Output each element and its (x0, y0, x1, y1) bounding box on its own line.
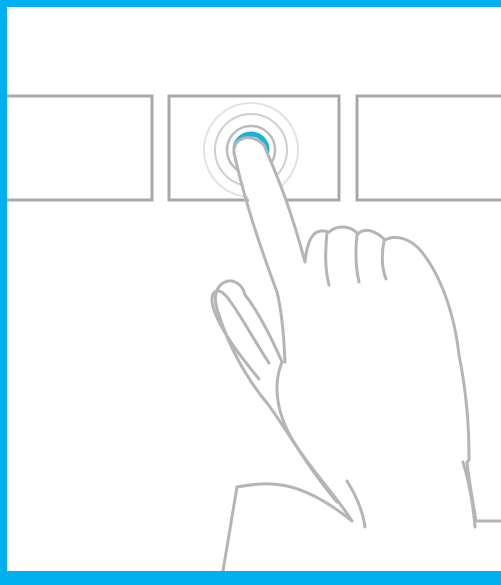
tile-left[interactable] (7, 96, 152, 200)
hand-pointer-icon (212, 138, 501, 571)
tile-right[interactable] (357, 96, 501, 200)
tap-gesture-illustration (7, 7, 501, 571)
